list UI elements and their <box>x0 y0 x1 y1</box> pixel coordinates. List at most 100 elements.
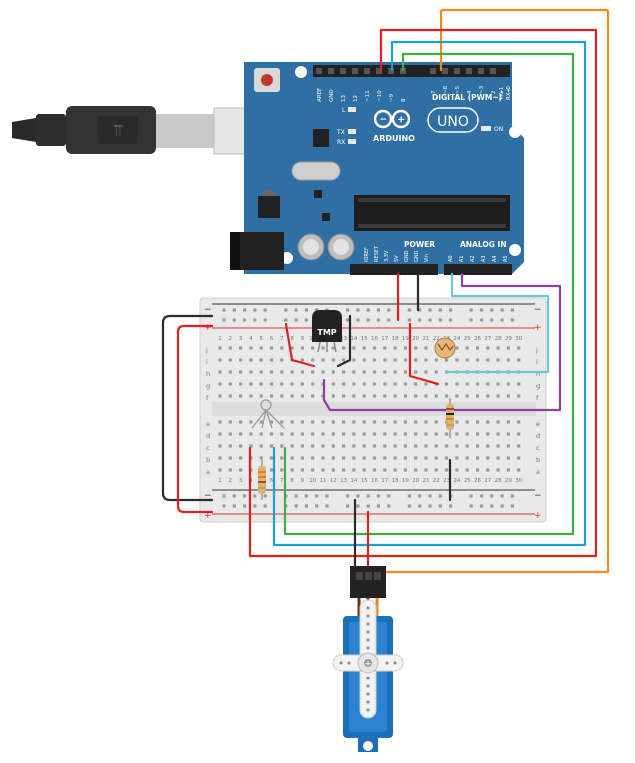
photoresistor[interactable] <box>434 337 456 359</box>
column-number: 11 <box>320 478 327 484</box>
resistor-photo[interactable] <box>446 398 454 438</box>
row-letter-a-right: a <box>536 468 540 476</box>
pin-label-ioref: IOREF <box>364 247 370 262</box>
arduino-board[interactable]: AREF GND 13 12 ~11 ~10 ~9 8 7 ~6 ~5 4 ~3… <box>230 62 524 275</box>
pin-label-10: ~10 <box>377 90 383 102</box>
column-number: 16 <box>371 478 378 484</box>
column-number: 2 <box>229 336 233 342</box>
column-number: 2 <box>229 478 233 484</box>
column-number: 5 <box>259 336 263 342</box>
wire-black-rail-left[interactable] <box>161 314 214 502</box>
pin-label-9: ~9 <box>389 93 395 102</box>
pin-label-2: 2 <box>491 91 497 95</box>
column-number: 4 <box>249 336 253 342</box>
pin-label-a2: A2 <box>470 255 476 262</box>
pin-label-gnd2: GND <box>414 250 420 262</box>
column-number: 15 <box>361 478 368 484</box>
column-number: 21 <box>423 336 430 342</box>
column-number: 27 <box>484 336 491 342</box>
pin-label-a1: A1 <box>459 255 465 262</box>
wire-green-rgb[interactable] <box>283 52 575 536</box>
column-number: 22 <box>433 336 440 342</box>
column-number: 8 <box>290 478 294 484</box>
svg-text:+: + <box>364 660 372 670</box>
column-number: 9 <box>301 336 305 342</box>
column-number: 29 <box>505 478 512 484</box>
row-letter-c-right: c <box>536 444 540 452</box>
row-letter-e: e <box>206 420 210 428</box>
servo-motor[interactable]: + <box>332 566 404 752</box>
wire-teal-a0[interactable] <box>444 272 550 374</box>
pin-label-a5: A5 <box>503 255 509 262</box>
rail-minus-bottom-left: − <box>204 491 212 501</box>
temp-sensor-label: TMP <box>317 328 336 337</box>
column-number: 19 <box>402 478 409 484</box>
pin-label-3: ~3 <box>479 85 485 94</box>
wire-red-temp-power[interactable] <box>284 322 316 368</box>
column-number: 17 <box>381 478 388 484</box>
column-number: 1 <box>218 478 222 484</box>
row-letter-f: f <box>206 394 209 402</box>
power-label: POWER <box>404 240 435 249</box>
pin-label-5v: 5V <box>394 255 400 262</box>
temperature-sensor[interactable]: TMP <box>312 310 342 353</box>
column-number: 6 <box>270 478 274 484</box>
usb-chip <box>313 129 329 147</box>
pin-label-a0: A0 <box>448 255 454 262</box>
rail-plus-top-left: + <box>204 323 212 333</box>
wire-red-rail-left[interactable] <box>176 324 214 514</box>
column-number: 4 <box>249 478 253 484</box>
rail-plus-bottom-left: + <box>204 511 212 521</box>
column-number: 29 <box>505 336 512 342</box>
pin-label-a4: A4 <box>492 255 498 262</box>
svg-text:−: − <box>380 115 388 125</box>
column-number: 3 <box>239 336 243 342</box>
row-letter-a: a <box>206 468 210 476</box>
column-number: 18 <box>392 478 399 484</box>
column-number: 27 <box>484 478 491 484</box>
analog-header <box>444 264 512 275</box>
pin-label-12: 12 <box>353 95 359 102</box>
pin-label-tx1: TX▸1 <box>499 87 505 101</box>
row-letter-h-right: h <box>536 370 540 378</box>
column-number: 30 <box>515 336 522 342</box>
row-letter-h: h <box>206 370 210 378</box>
servo-horn: + <box>332 599 404 719</box>
servo-connector <box>350 566 386 598</box>
wire-red-photo-power[interactable] <box>408 322 440 386</box>
pin-label-4: 4 <box>467 90 473 94</box>
wire-orange-servo-signal[interactable] <box>378 8 610 574</box>
wire-black-temp-gnd[interactable] <box>336 314 352 368</box>
wire-blue-rgb[interactable] <box>272 40 587 547</box>
row-letter-j-right: j <box>535 346 538 354</box>
pin-label-7: 7 <box>431 90 437 94</box>
column-number: 30 <box>515 478 522 484</box>
pin-label-gnd: GND <box>329 89 335 102</box>
row-letter-b-right: b <box>536 456 540 464</box>
rgb-led[interactable] <box>251 399 285 429</box>
crystal <box>291 161 341 181</box>
column-number: 1 <box>218 336 222 342</box>
pin-label-6: ~6 <box>443 85 449 94</box>
column-number: 7 <box>280 336 284 342</box>
column-number: 28 <box>495 478 502 484</box>
wire-purple-a1[interactable] <box>322 272 562 412</box>
row-letter-i-right: i <box>536 358 538 366</box>
column-number: 7 <box>280 478 284 484</box>
resistor-rgb[interactable] <box>258 460 266 500</box>
column-number: 20 <box>412 336 419 342</box>
pin-label-a3: A3 <box>481 255 487 262</box>
analog-label: ANALOG IN <box>460 240 507 249</box>
rail-minus-top-right: − <box>534 305 542 315</box>
model-label: UNO <box>437 114 469 130</box>
svg-text:⫪: ⫪ <box>113 121 122 140</box>
wire-red-rgb[interactable] <box>248 28 598 558</box>
pin-label-gnd1: GND <box>404 250 410 262</box>
column-number: 28 <box>495 336 502 342</box>
column-number: 22 <box>433 478 440 484</box>
on-label: ON <box>494 126 503 133</box>
row-letter-d: d <box>206 432 210 440</box>
column-number: 13 <box>340 336 347 342</box>
column-number: 21 <box>423 478 430 484</box>
digital-label: DIGITAL (PWM~) <box>432 93 502 102</box>
